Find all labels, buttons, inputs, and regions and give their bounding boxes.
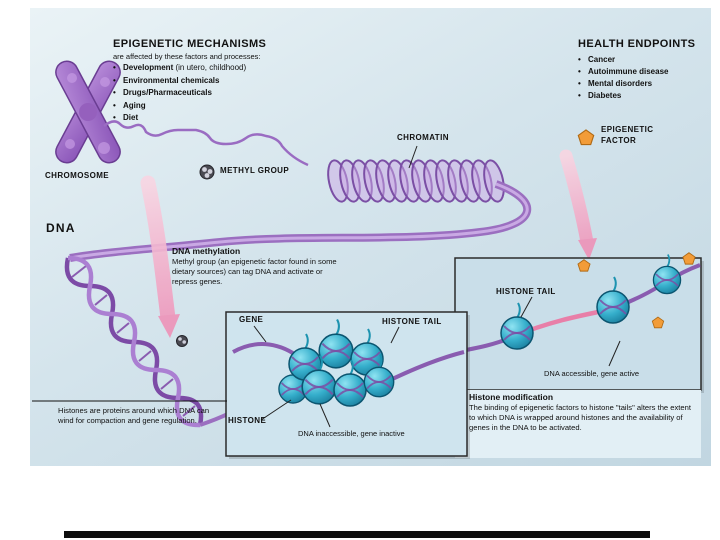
mechanisms-subtitle: are affected by these factors and proces…: [113, 52, 261, 61]
chromatin-fiber: [69, 180, 531, 262]
mechanism-item-label: Diet: [123, 113, 139, 122]
histone-tail-label-inactive: HISTONE TAIL: [382, 317, 442, 326]
endpoints-list: Cancer Autoimmune disease Mental disorde…: [578, 54, 668, 102]
mechanism-item: Development (in utero, childhood): [113, 62, 246, 75]
slide-footer-bar: [64, 531, 650, 538]
chromatin-label: CHROMATIN: [397, 133, 449, 142]
epigenetic-factor-label-line2: FACTOR: [601, 136, 637, 145]
methyl-tag-icon: [176, 335, 188, 347]
methylation-arrow: [140, 175, 180, 338]
mechanism-item-label: Drugs/Pharmaceuticals: [123, 88, 212, 97]
gene-box-illustration: [225, 311, 470, 459]
chromosome-label: CHROMOSOME: [45, 171, 109, 180]
active-gene-caption: DNA accessible, gene active: [544, 369, 640, 378]
modification-box-illustration: [454, 252, 704, 393]
histone-tail-label-active: HISTONE TAIL: [496, 287, 556, 296]
mechanism-item: Aging: [113, 100, 246, 113]
chromosome-illustration: [55, 60, 121, 164]
factor-arrow: [559, 149, 597, 260]
endpoint-item: Diabetes: [578, 90, 668, 102]
mechanism-item: Environmental chemicals: [113, 75, 246, 88]
histone-note: Histones are proteins around which DNA c…: [58, 406, 210, 425]
dna-methylation-body: Methyl group (an epigenetic factor found…: [172, 257, 337, 286]
mechanisms-list: Development (in utero, childhood) Enviro…: [113, 62, 246, 125]
endpoint-item: Cancer: [578, 54, 668, 66]
epigenetic-factor-icon: [577, 129, 595, 146]
mechanisms-title: EPIGENETIC MECHANISMS: [113, 38, 267, 50]
gene-label: GENE: [239, 315, 264, 324]
endpoint-item: Autoimmune disease: [578, 66, 668, 78]
histone-modification-title: Histone modification: [469, 392, 554, 402]
dna-squiggle: [103, 120, 309, 167]
histone-modification-body: The binding of epigenetic factors to his…: [469, 403, 691, 432]
mechanism-item-label: Environmental chemicals: [123, 75, 220, 85]
mechanism-item-label: Aging: [123, 100, 146, 110]
inactive-gene-caption: DNA inaccessible, gene inactive: [298, 429, 405, 438]
histone-label: HISTONE: [228, 416, 267, 425]
methyl-group-icon: [199, 164, 215, 180]
mechanism-item: Drugs/Pharmaceuticals: [113, 87, 246, 100]
chromatin-leader-line: [408, 145, 418, 169]
endpoint-item: Mental disorders: [578, 78, 668, 90]
mechanism-item: Diet: [113, 112, 246, 125]
dna-methylation-title: DNA methylation: [172, 246, 241, 256]
endpoints-title: HEALTH ENDPOINTS: [578, 38, 696, 50]
mechanism-item-label: Development: [123, 63, 174, 72]
modification-text-panel: [455, 390, 701, 458]
dna-label: DNA: [46, 221, 76, 235]
chromatin-coil-illustration: [327, 159, 505, 203]
mechanism-item-detail: (in utero, childhood): [173, 63, 247, 72]
methyl-group-label: METHYL GROUP: [220, 166, 290, 175]
epigenetic-factor-label-line1: EPIGENETIC: [601, 125, 654, 134]
